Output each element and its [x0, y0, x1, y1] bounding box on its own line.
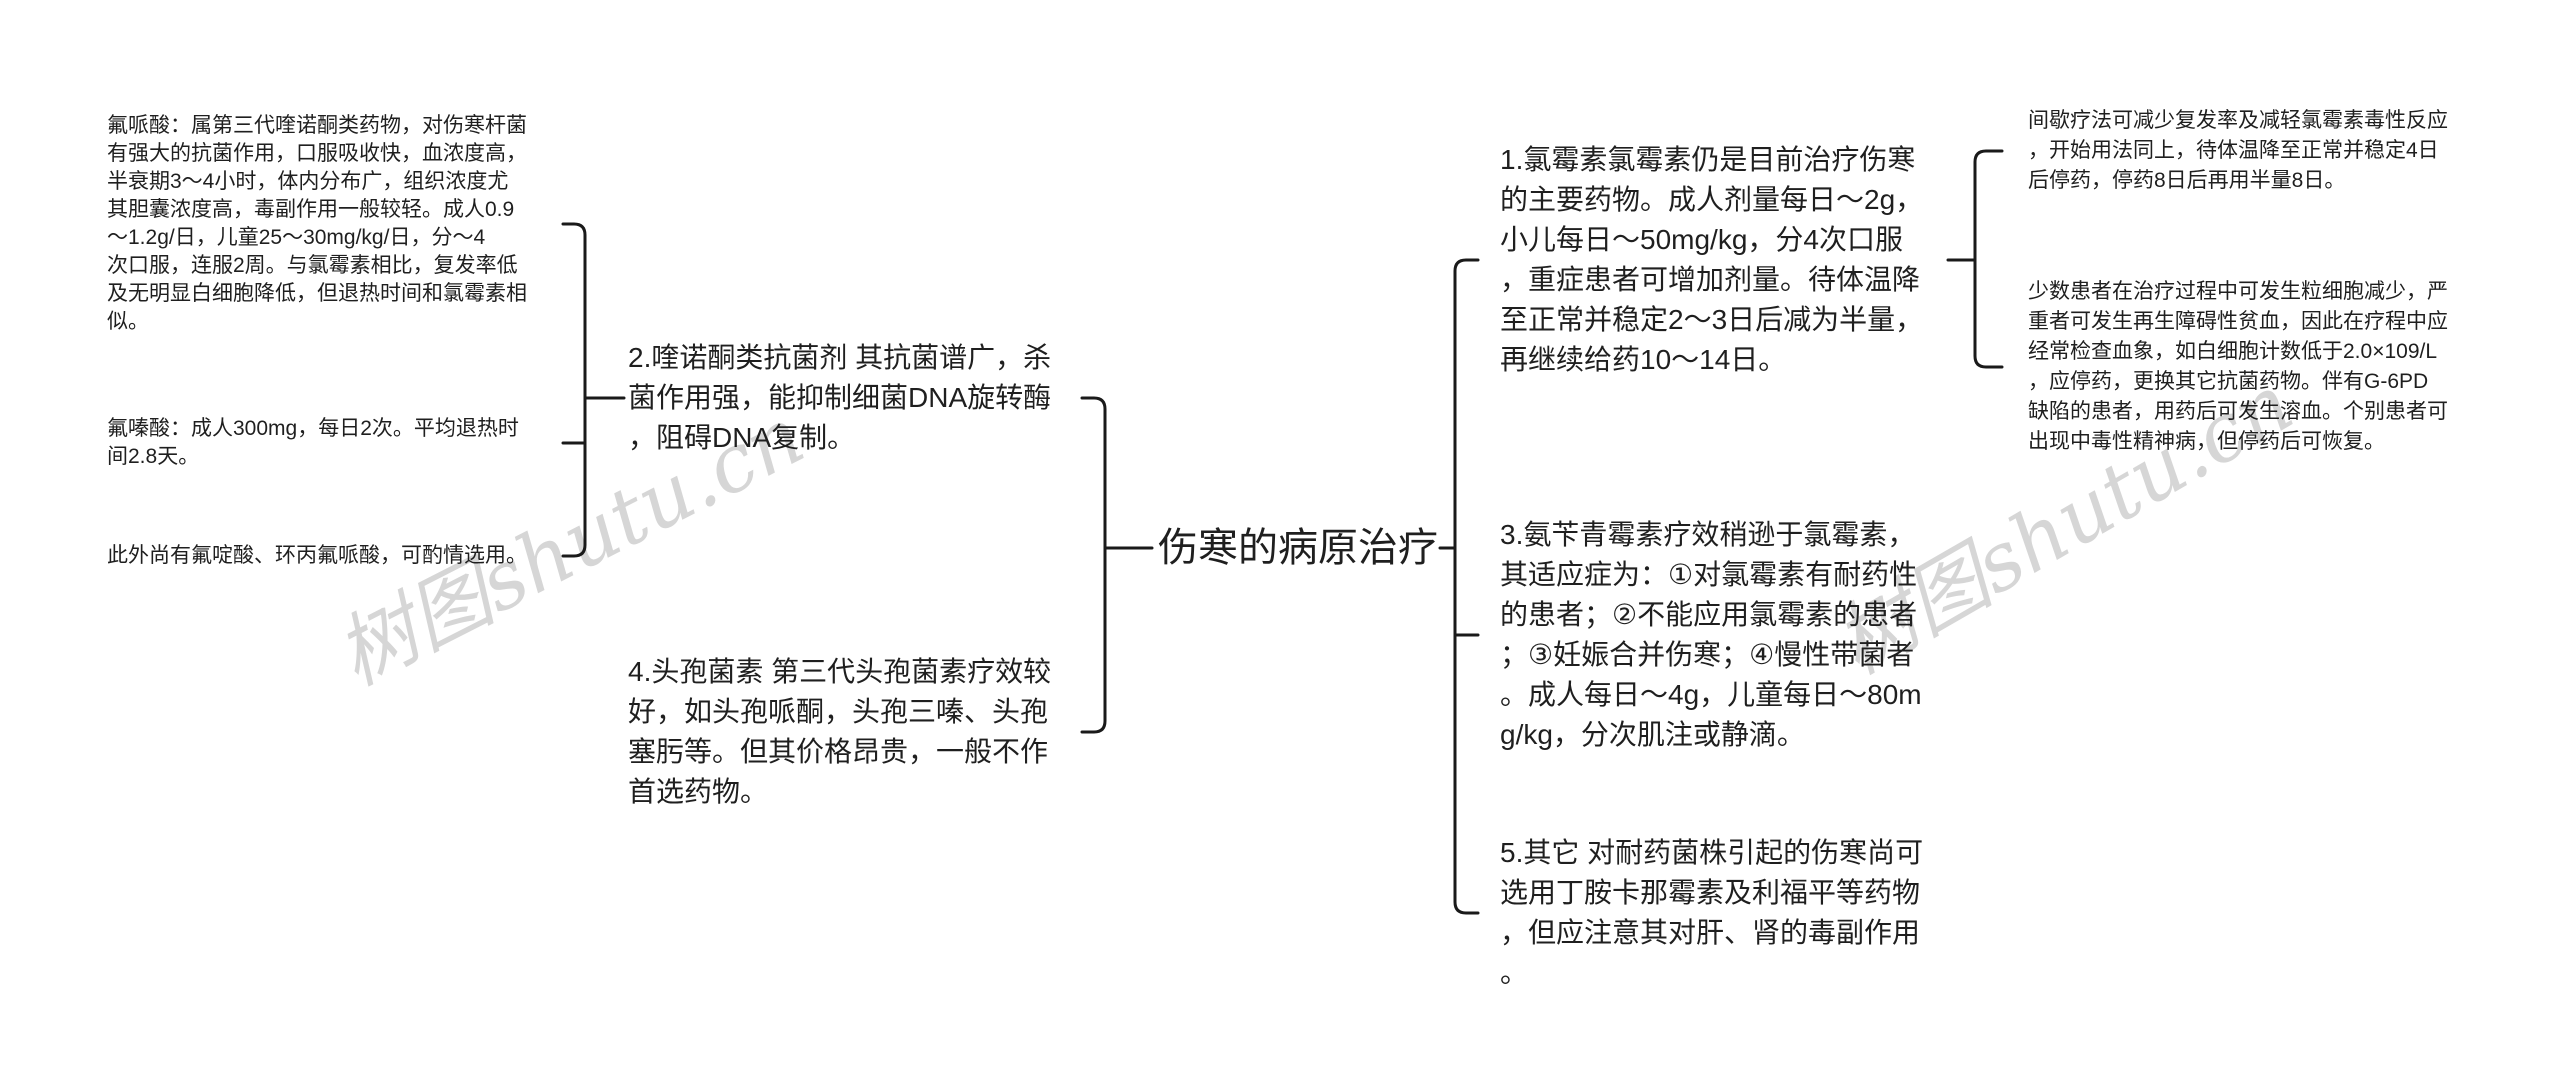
node-quinolone-antibacterials[interactable]: 2.喹诺酮类抗菌剂 其抗菌谱广，杀 菌作用强，能抑制细菌DNA旋转酶 ，阻碍DN… [628, 342, 1052, 453]
bracket-chloramphenicol-children [1946, 149, 2004, 369]
node-intermittent-therapy[interactable]: 间歇疗法可减少复发率及减轻氯霉素毒性反应 ，开始用法同上，待体温降至正常并稳定4… [2028, 109, 2448, 192]
root-node-title[interactable]: 伤寒的病原治疗 [1158, 526, 1438, 570]
node-chloramphenicol[interactable]: 1.氯霉素氯霉素仍是目前治疗伤寒 的主要药物。成人剂量每日～2g， 小儿每日～5… [1500, 144, 1924, 375]
bracket-quinolone-children [561, 222, 626, 558]
bracket-left-branches [1080, 396, 1154, 734]
bracket-right-branches [1438, 258, 1480, 915]
node-cephalosporin[interactable]: 4.头孢菌素 第三代头孢菌素疗效较 好，如头孢哌酮，头孢三嗪、头孢 塞肟等。但其… [628, 656, 1052, 807]
node-other-quinolones[interactable]: 此外尚有氟啶酸、环丙氟哌酸，可酌情选用。 [107, 544, 527, 567]
node-fuzinsuan[interactable]: 氟嗪酸：成人300mg，每日2次。平均退热时 间2.8天。 [107, 417, 519, 468]
node-fupaisuan[interactable]: 氟哌酸：属第三代喹诺酮类药物，对伤寒杆菌 有强大的抗菌作用，口服吸收快，血浓度高… [107, 114, 527, 333]
node-other-drugs[interactable]: 5.其它 对耐药菌株引起的伤寒尚可 选用丁胺卡那霉素及利福平等药物 ，但应注意其… [1500, 837, 1924, 988]
node-adverse-reactions[interactable]: 少数患者在治疗过程中可发生粒细胞减少，严 重者可发生再生障碍性贫血，因此在疗程中… [2028, 280, 2448, 453]
node-ampicillin[interactable]: 3.氨苄青霉素疗效稍逊于氯霉素， 其适应症为：①对氯霉素有耐药性 的患者；②不能… [1500, 519, 1922, 750]
